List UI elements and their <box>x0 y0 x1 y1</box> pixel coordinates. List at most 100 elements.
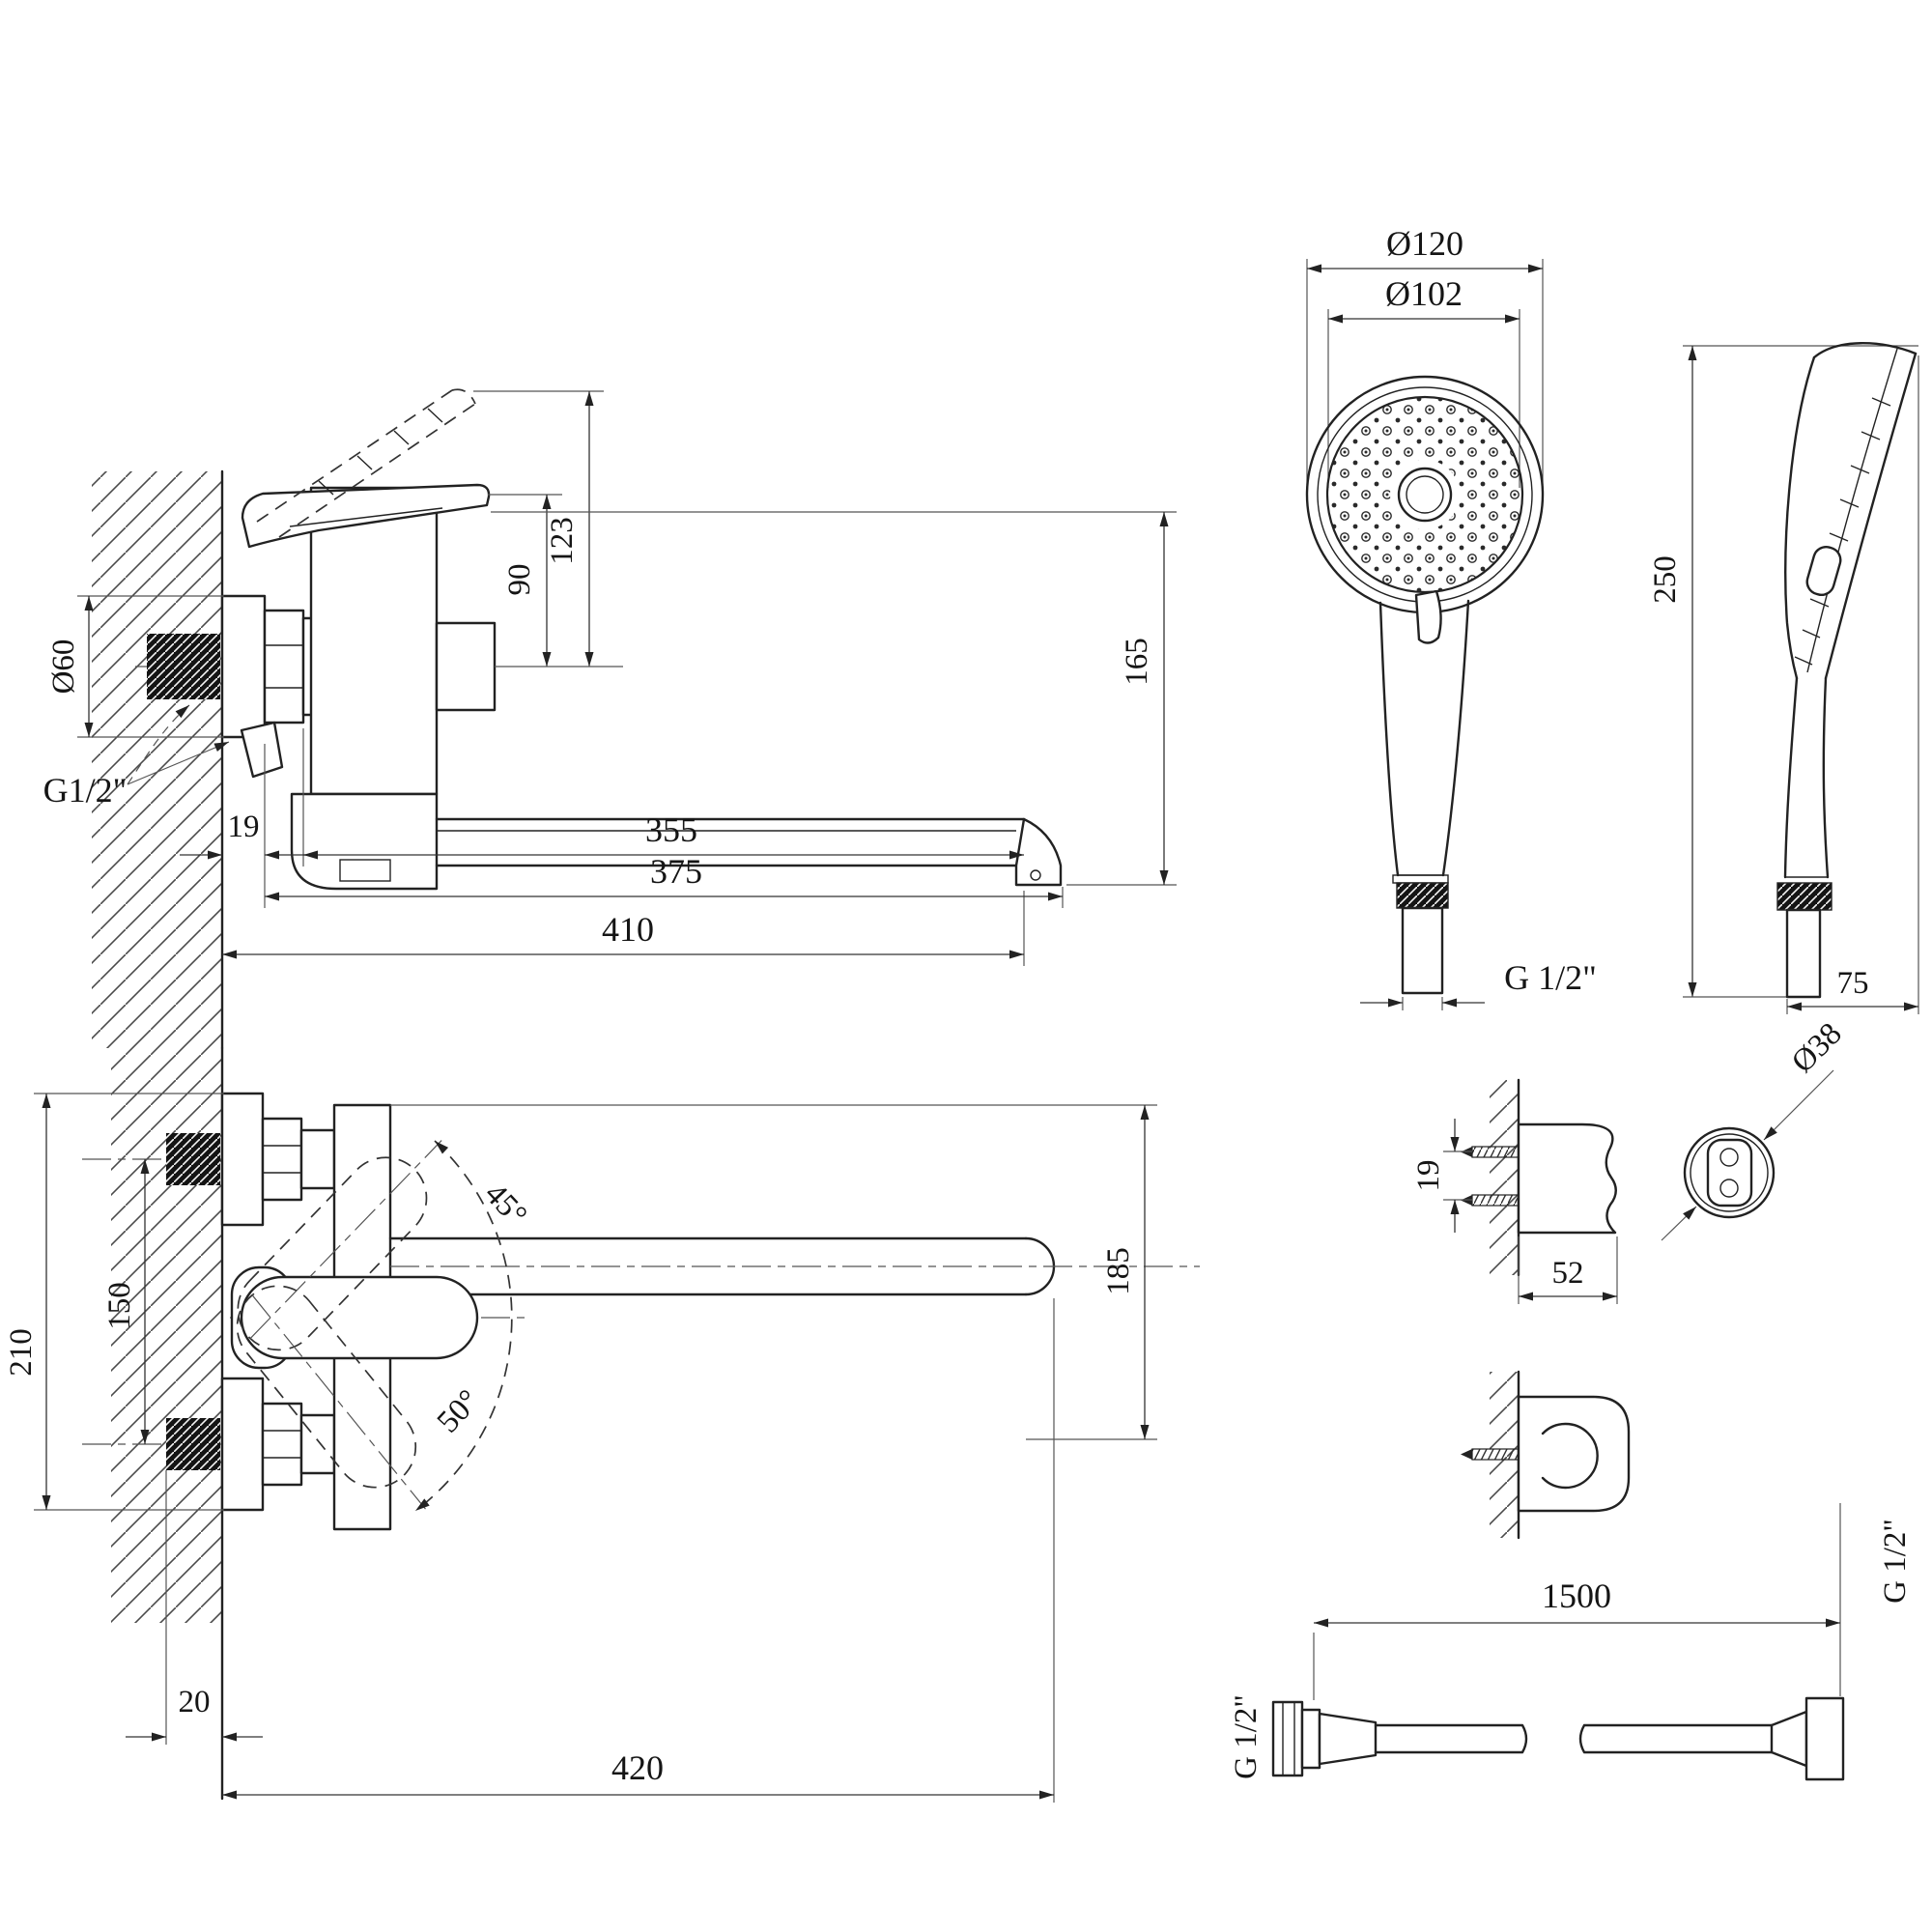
center-ring <box>1397 467 1453 523</box>
dim-d102-label: Ø102 <box>1385 274 1463 313</box>
hose-tube-left <box>1374 1723 1528 1754</box>
escutcheon-lower <box>220 1377 265 1512</box>
handle-raised-dashed <box>256 389 453 523</box>
dim-420-label: 420 <box>611 1748 664 1787</box>
spout-tip <box>1014 817 1063 887</box>
screw-upper <box>1471 1146 1520 1158</box>
dim-250-label: 250 <box>1648 555 1683 604</box>
dim-20-label: 20 <box>179 1685 211 1719</box>
view-faucet-side: 123 90 165 Ø60 G1/2" 19 355 375 410 <box>43 388 1177 1050</box>
thread-knurl-side <box>1776 882 1833 911</box>
head-back-edge <box>1784 355 1816 680</box>
hose-washer <box>1300 1708 1321 1770</box>
mode-lever <box>1414 589 1442 644</box>
dim-410-label: 410 <box>602 910 654 949</box>
dim-g12-label: G 1/2" <box>1504 958 1597 997</box>
view-shower-head-front: Ø120 Ø102 G 1/2" <box>1305 224 1597 1010</box>
dim-d120-label: Ø120 <box>1386 224 1463 263</box>
dim-19-label: 19 <box>228 810 260 844</box>
lever-rotated-50 <box>236 1285 426 1510</box>
handle-front-edge <box>1822 676 1830 879</box>
center-hole <box>1406 475 1444 514</box>
clip-body <box>1517 1395 1631 1513</box>
hex-nut <box>263 609 305 724</box>
escutcheon-upper <box>220 1092 265 1227</box>
face-center-clear <box>1390 460 1460 529</box>
handle-left-edge <box>1378 601 1400 877</box>
handle-detail-line <box>289 507 443 527</box>
hose-cone-left <box>1318 1712 1378 1766</box>
hose-thread-right-label: G 1/2" <box>1878 1519 1913 1604</box>
view-holder-clip <box>1461 1370 1631 1540</box>
dim-52-label: 52 <box>1552 1256 1584 1291</box>
view-shower-head-side: 250 75 <box>1648 342 1919 1014</box>
handle-lever <box>241 483 491 549</box>
holder-plate <box>1706 1138 1753 1208</box>
body-boss <box>435 621 497 712</box>
inlet-seal-upper <box>166 1133 220 1185</box>
hose-nut <box>1271 1700 1304 1777</box>
thread-leader <box>127 741 230 785</box>
screw-hole-upper <box>1719 1148 1739 1167</box>
holder-body <box>1517 1122 1617 1235</box>
handle-raised-dashed <box>278 403 476 538</box>
dim-75-label: 75 <box>1837 966 1869 1001</box>
body-lower-housing <box>290 792 439 891</box>
hex-nut-lower <box>261 1402 303 1487</box>
dim-90-label: 90 <box>502 564 537 596</box>
view-holder-side: 19 52 <box>1411 1078 1618 1304</box>
screw-lower <box>1471 1194 1520 1207</box>
hose-tube-right <box>1578 1723 1774 1754</box>
dim-165-label: 165 <box>1120 638 1154 686</box>
aerator <box>1030 869 1041 881</box>
dim-123-label: 123 <box>545 517 580 565</box>
clip-screw <box>1471 1448 1520 1461</box>
hose-end-cylinder <box>1804 1696 1845 1781</box>
faucet-body <box>309 486 439 796</box>
dim-d60-label: Ø60 <box>46 639 81 695</box>
holder-wall-hatch <box>1490 1080 1519 1275</box>
thread-label: G1/2" <box>43 771 128 810</box>
dim-1500-label: 1500 <box>1542 1577 1611 1615</box>
swing-arc <box>414 1140 513 1512</box>
escutcheon <box>220 594 267 739</box>
thread-pipe <box>1401 906 1444 995</box>
holder-inner-circle <box>1690 1133 1769 1212</box>
hex-nut-upper <box>261 1117 303 1202</box>
inlet-seal-lower <box>166 1418 220 1470</box>
connector-lower <box>299 1413 336 1475</box>
dim-150-label: 150 <box>102 1282 137 1330</box>
mode-lever-side <box>1805 545 1842 597</box>
dim-375-label: 375 <box>650 852 702 891</box>
dim-185-label: 185 <box>1101 1247 1136 1295</box>
handle-back-edge <box>1783 676 1799 879</box>
lower-seal-wedge <box>240 721 284 779</box>
lever-rotated-45 <box>237 1140 442 1351</box>
dim-19-holder-label: 19 <box>1411 1160 1446 1192</box>
hose-thread-left-label: G 1/2" <box>1229 1694 1264 1779</box>
view-hose: G 1/2" 1500 G 1/2" <box>1229 1503 1913 1781</box>
dim-210-label: 210 <box>4 1328 39 1377</box>
housing-notch <box>339 859 391 882</box>
holder-outer-circle <box>1683 1126 1776 1219</box>
handle-raised-ticks <box>318 408 443 496</box>
inlet-seal <box>147 634 220 699</box>
d38-leader-upper <box>1763 1069 1834 1141</box>
handle-right-edge <box>1441 599 1470 877</box>
clip-c-cutout <box>1541 1422 1599 1490</box>
head-top-edge <box>1812 342 1918 359</box>
face-outer-edge <box>1824 352 1918 680</box>
connector-upper <box>299 1128 336 1190</box>
lever-top-view <box>240 1275 479 1360</box>
wall-hatch <box>92 471 222 1048</box>
d38-leader-lower <box>1661 1206 1697 1241</box>
dim-355-label: 355 <box>645 810 697 849</box>
face-inner-edge <box>1806 348 1898 673</box>
thread-knurl <box>1396 882 1449 909</box>
thread-pipe-side <box>1785 908 1822 999</box>
handle-raised-tip <box>451 388 476 405</box>
screw-hole-lower <box>1719 1179 1739 1198</box>
